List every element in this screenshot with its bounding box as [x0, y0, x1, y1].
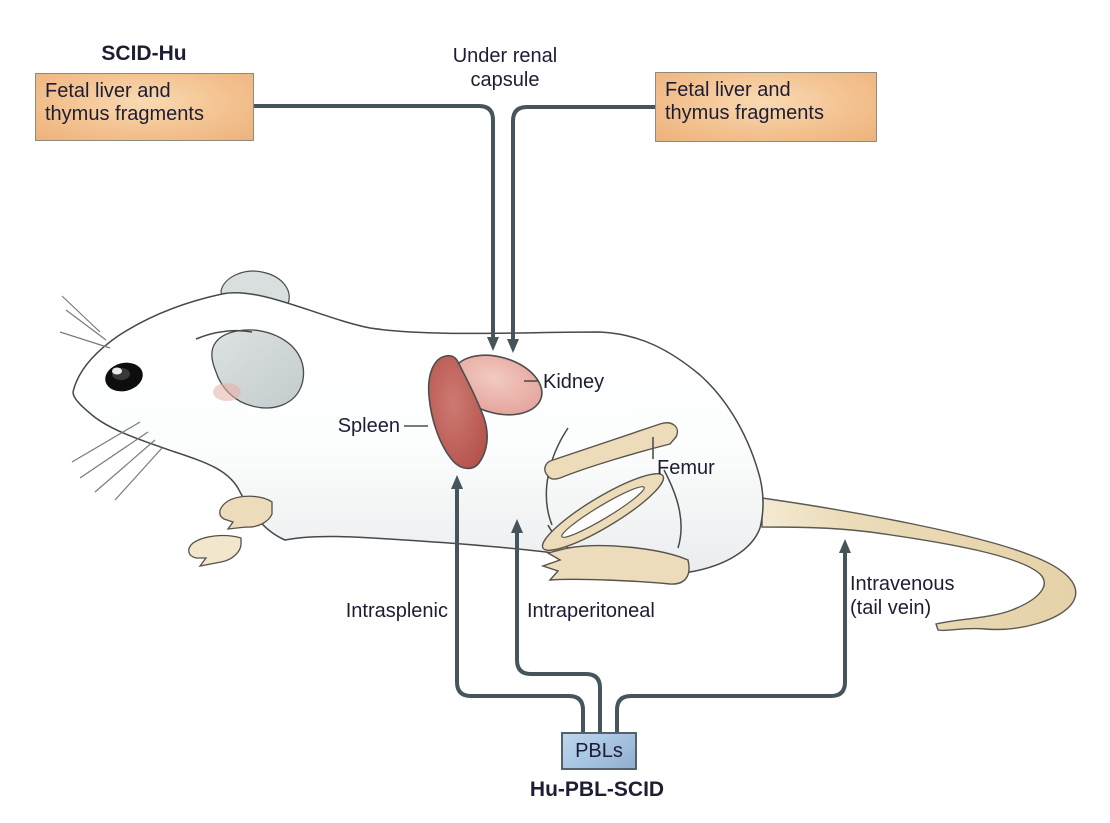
fragment-box-left: Fetal liver and thymus fragments: [35, 73, 254, 141]
intraperitoneal-label: Intraperitoneal: [527, 600, 655, 622]
under-renal-capsule-label: Under renal capsule: [452, 45, 558, 91]
kidney-label: Kidney: [543, 371, 605, 393]
whiskers: [59, 295, 163, 501]
scid-hu-title: SCID-Hu: [101, 42, 187, 65]
mouse-tail: [761, 497, 1077, 632]
intrasplenic-label: Intrasplenic: [345, 600, 448, 622]
hind-leg-bones: [541, 422, 682, 567]
hind-foot: [540, 544, 690, 585]
arrow-intrasplenic: [451, 475, 585, 733]
intravenous-label: Intravenous (tail vein): [850, 573, 955, 619]
arrow-intraperitoneal: [511, 519, 602, 733]
femur-bone: [544, 422, 678, 480]
femur-label: Femur: [657, 457, 715, 479]
spleen-label: Spleen: [337, 415, 400, 437]
arrow-right-renal: [507, 105, 655, 353]
spleen-shape: [427, 354, 488, 470]
arrow-left-renal: [253, 104, 499, 351]
mouse-eye-icon: [105, 362, 143, 392]
fragment-box-right: Fetal liver and thymus fragments: [655, 72, 877, 142]
hu-pbl-scid-title: Hu-PBL-SCID: [529, 778, 665, 801]
front-paws: [188, 495, 273, 567]
mouse-ear-front-icon: [195, 329, 305, 409]
arrow-intravenous: [615, 539, 851, 733]
pbls-box: PBLs: [561, 732, 637, 770]
